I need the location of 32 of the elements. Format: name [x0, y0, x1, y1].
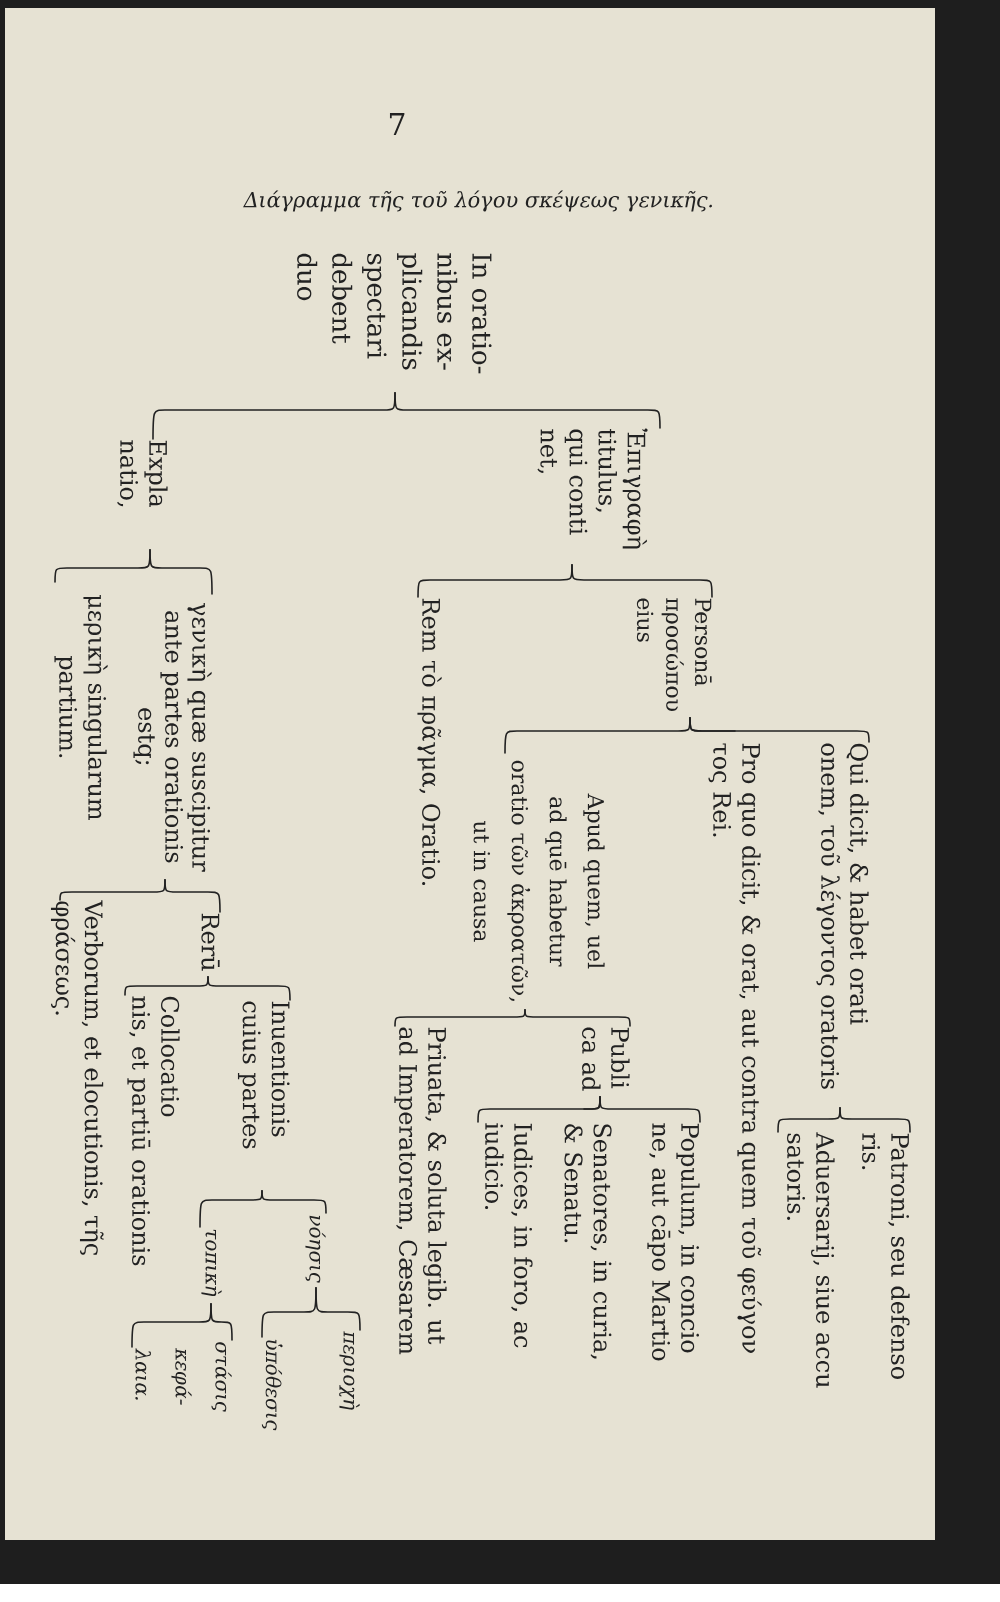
- outline-text: Publi ca ad: [582, 1027, 630, 1091]
- outline-text: Patroni, seu defenso ris.: [862, 1133, 910, 1379]
- outline-text: Expla natio,: [117, 440, 168, 508]
- outline-text: Verborum, et elocutionis, τῆς φράσεως.: [50, 900, 104, 1255]
- outline-text: Inuentionis cuius partes: [237, 1001, 290, 1149]
- outline-text: νόησις: [305, 1215, 326, 1283]
- outline-text: Rem τὸ πρᾶγμα, Oratio.: [417, 598, 442, 886]
- heading: Διάγραμμα τῆς τοῦ λόγου σκέψεως γενικῆς.: [243, 190, 712, 212]
- curly-brace: [199, 1190, 263, 1228]
- outline-text: Aduersarij, siue accu satoris.: [787, 1132, 835, 1388]
- outline-text: στάσις: [211, 1342, 232, 1412]
- page-number: 7: [389, 113, 405, 135]
- outline-text: μερικὴ singularum partium.: [54, 595, 108, 820]
- outline-text: In oratio- nibus ex- plicandis spectari debent duo: [297, 253, 492, 374]
- outline-text: Collocatio nis, et partiū orationis: [127, 996, 180, 1266]
- outline-text: περιοχὴ: [339, 1331, 360, 1410]
- outline-text: Personā προσώπου eius: [636, 598, 712, 711]
- curly-brace: [152, 392, 396, 440]
- outline-text: Iudices, in foro, ac iudicio.: [485, 1123, 533, 1348]
- outline-text: κεφά- λαια.: [135, 1348, 192, 1405]
- outline-text: Rerū: [201, 913, 220, 971]
- outline-text: γενικὴ quæ suscipitur ante partes orationis estq;: [133, 603, 212, 872]
- outline-text: Qui dicit, & habet orati onem, τοῦ λέγοντος oratoris: [816, 743, 869, 1089]
- outline-text: Senatores, in curia, & Senatu.: [564, 1124, 612, 1359]
- outline-text: ὑπόθεσις: [261, 1339, 283, 1431]
- outline-text: Priuata, & soluta legib. ut ad Imperatorem, Cæsarem: [394, 1027, 447, 1355]
- outline-text: Pro quo dicit, & orat, aut contra quem τοῦ φεύγον τος Rei.: [708, 743, 762, 1353]
- outline-text: Apud quem, uel ad quē habetur oratio τῶν ἀκροατῶν, ut in causa: [473, 760, 605, 1001]
- curly-brace: [261, 1287, 317, 1338]
- outline-text: Ἐπιγραφὴ titulus, qui conti net,: [537, 428, 648, 549]
- curly-brace: [131, 1303, 212, 1348]
- outline-text: τοπικὴ: [201, 1229, 222, 1297]
